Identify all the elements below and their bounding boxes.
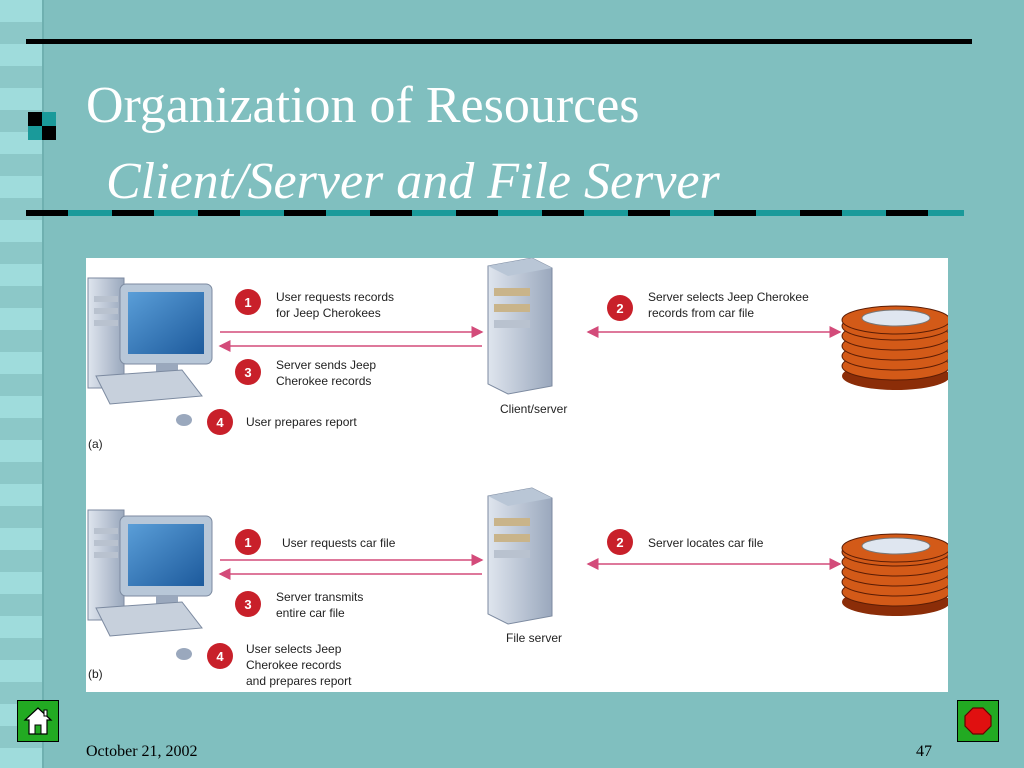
svg-text:4: 4 xyxy=(216,649,224,664)
svg-text:Cherokee records: Cherokee records xyxy=(276,374,371,388)
svg-text:User selects Jeep: User selects Jeep xyxy=(246,642,342,656)
computer-icon xyxy=(87,509,213,660)
square-bullet-icon xyxy=(28,112,56,140)
svg-text:Server locates car file: Server locates car file xyxy=(648,536,764,550)
database-disk-icon xyxy=(841,305,948,390)
top-rule xyxy=(26,39,972,44)
step-4-a: 4 User prepares report xyxy=(207,409,357,435)
footer-date: October 21, 2002 xyxy=(86,743,198,760)
computer-icon xyxy=(87,277,213,426)
database-disk-icon xyxy=(841,533,948,616)
svg-text:2: 2 xyxy=(616,301,623,316)
panel-a: 1 User requests records for Jeep Cheroke… xyxy=(87,258,948,451)
svg-text:User requests car file: User requests car file xyxy=(282,536,396,550)
panel-tag-a: (a) xyxy=(88,437,103,451)
slide-title: Organization of Resources xyxy=(86,77,640,134)
dashed-rule xyxy=(26,210,964,216)
end-show-button[interactable] xyxy=(957,700,999,742)
server-icon xyxy=(487,258,553,395)
svg-text:1: 1 xyxy=(244,535,251,550)
stop-icon xyxy=(964,707,992,735)
step-1-b: 1 User requests car file xyxy=(235,529,396,555)
slide-subtitle: Client/Server and File Server xyxy=(106,153,720,210)
svg-text:Server transmits: Server transmits xyxy=(276,590,363,604)
svg-text:entire car file: entire car file xyxy=(276,606,345,620)
svg-text:4: 4 xyxy=(216,415,224,430)
step-3-a: 3 Server sends Jeep Cherokee records xyxy=(235,358,376,388)
svg-text:User prepares report: User prepares report xyxy=(246,415,357,429)
svg-text:3: 3 xyxy=(244,365,251,380)
figure-svg: 1 User requests records for Jeep Cheroke… xyxy=(87,258,948,688)
server-label-b: File server xyxy=(506,631,562,645)
svg-text:3: 3 xyxy=(244,597,251,612)
svg-text:Server selects Jeep Cherokee: Server selects Jeep Cherokee xyxy=(648,290,809,304)
svg-text:User requests records: User requests records xyxy=(276,290,394,304)
server-icon xyxy=(487,487,553,625)
svg-text:for Jeep Cherokees: for Jeep Cherokees xyxy=(276,306,381,320)
slide-number: 47 xyxy=(916,743,932,760)
step-2-a: 2 Server selects Jeep Cherokee records f… xyxy=(607,290,809,321)
svg-text:records from car file: records from car file xyxy=(648,306,754,320)
svg-text:1: 1 xyxy=(244,295,251,310)
svg-text:Server sends Jeep: Server sends Jeep xyxy=(276,358,376,372)
step-4-b: 4 User selects Jeep Cherokee records and… xyxy=(207,642,352,688)
home-icon xyxy=(23,707,53,735)
step-1-a: 1 User requests records for Jeep Cheroke… xyxy=(235,289,394,320)
panel-b: 1 User requests car file 2 Server locate… xyxy=(87,487,948,688)
panel-tag-b: (b) xyxy=(88,667,103,681)
svg-text:and prepares report: and prepares report xyxy=(246,674,352,688)
step-2-b: 2 Server locates car file xyxy=(607,529,764,555)
step-3-b: 3 Server transmits entire car file xyxy=(235,590,363,620)
home-button[interactable] xyxy=(17,700,59,742)
client-server-figure: 1 User requests records for Jeep Cheroke… xyxy=(86,258,948,692)
server-label-a: Client/server xyxy=(500,402,567,416)
svg-text:Cherokee records: Cherokee records xyxy=(246,658,341,672)
svg-text:2: 2 xyxy=(616,535,623,550)
